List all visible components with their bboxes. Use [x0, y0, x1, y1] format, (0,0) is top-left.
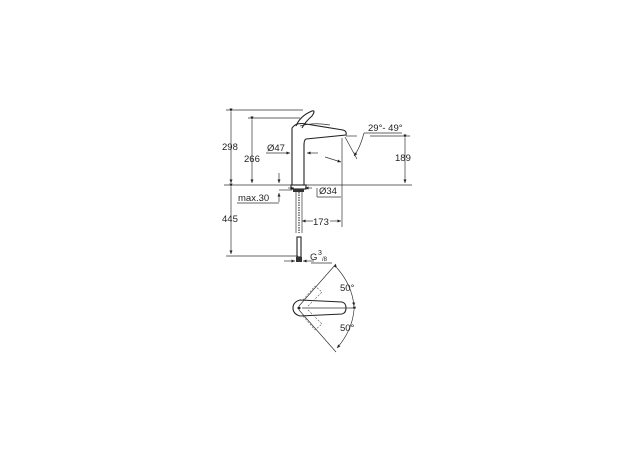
- label-50-top: 50°: [340, 283, 355, 294]
- label-50-bottom: 50°: [340, 323, 355, 334]
- dimension-outlet-height: 189: [370, 134, 411, 183]
- label-298: 298: [222, 142, 238, 153]
- dimension-below-deck: 445: [222, 183, 298, 257]
- dimension-body-diameter: Ø47: [266, 143, 318, 155]
- label-g-sup: 3: [318, 250, 322, 257]
- dimension-total-height: 298: [222, 108, 303, 183]
- label-max30: max.30: [238, 193, 269, 204]
- label-d47: Ø47: [267, 143, 285, 154]
- label-g-sub: /8: [322, 257, 328, 263]
- dimension-spout-height: 266: [244, 116, 300, 183]
- label-angle: 29°- 49°: [368, 123, 403, 134]
- label-173: 173: [313, 217, 329, 228]
- label-189: 189: [395, 153, 411, 164]
- label-445: 445: [222, 214, 238, 225]
- label-g: G: [310, 252, 317, 263]
- label-266: 266: [244, 154, 260, 165]
- faucet-top-view: 50° 50°: [292, 263, 356, 353]
- label-d34: Ø34: [319, 186, 337, 197]
- dimension-max-thickness: max.30: [237, 173, 292, 204]
- faucet-side-view: [290, 110, 347, 262]
- dimension-spout-angle: 29°- 49°: [324, 123, 403, 163]
- dimension-reach: 173: [302, 138, 343, 228]
- dimension-connection: G 3 /8: [284, 250, 332, 264]
